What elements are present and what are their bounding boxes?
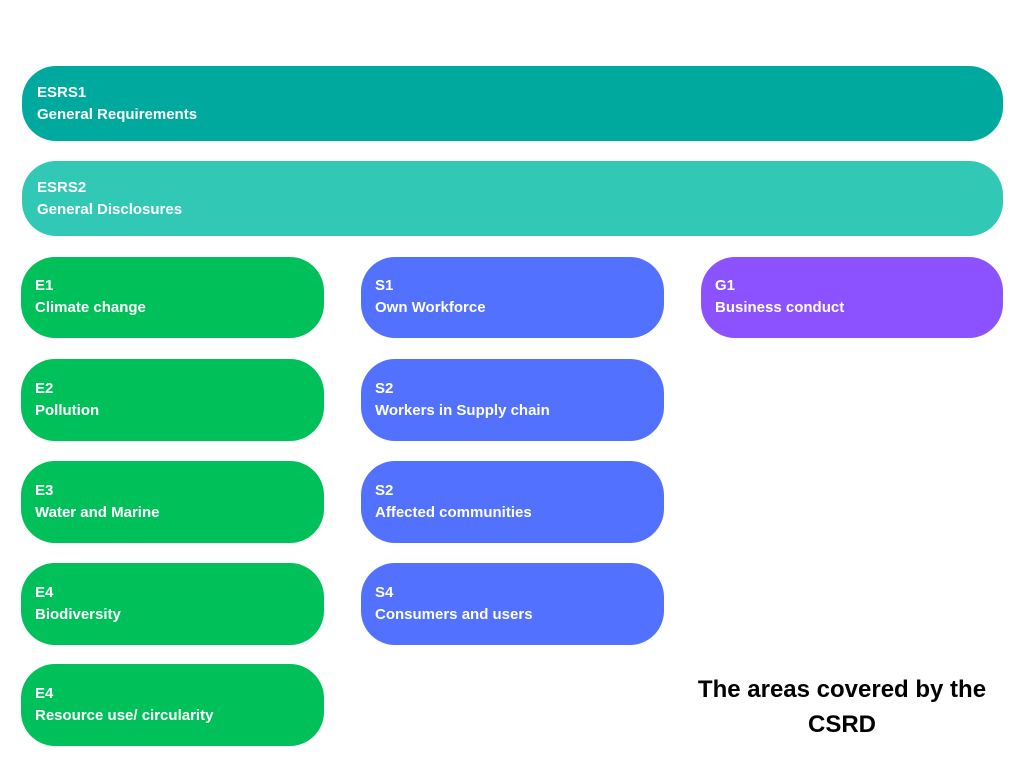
block-label: Own Workforce [375,299,486,316]
diagram-caption: The areas covered by the CSRD [697,676,987,738]
block-code: ESRS1 [37,84,87,101]
esrs2-block: ESRS2 General Disclosures [22,161,1003,236]
block-code: S1 [375,277,394,294]
block-label: Affected communities [375,504,532,521]
block-code: S2 [375,380,394,397]
s3-block: S2 Affected communities [361,461,664,543]
block-label: Biodiversity [35,606,121,623]
block-code: E1 [35,277,54,294]
block-label: Pollution [35,402,100,419]
g1-block: G1 Business conduct [701,257,1003,338]
block-code: G1 [715,277,736,294]
e5-block: E4 Resource use/ circularity [21,664,324,746]
block-code: E2 [35,380,54,397]
block-label: General Disclosures [37,201,183,218]
block-code: E4 [35,584,54,601]
block-label: Resource use/ circularity [35,707,214,724]
e3-block: E3 Water and Marine [21,461,324,543]
e4-block: E4 Biodiversity [21,563,324,645]
s4-block: S4 Consumers and users [361,563,664,645]
block-label: Consumers and users [375,606,533,623]
block-label: Water and Marine [35,504,160,521]
block-code: E3 [35,482,54,499]
block-code: S4 [375,584,394,601]
block-label: Workers in Supply chain [375,402,550,419]
s2-block: S2 Workers in Supply chain [361,359,664,441]
block-label: General Requirements [37,106,198,123]
e1-block: E1 Climate change [21,257,324,338]
block-label: Business conduct [715,299,845,316]
s1-block: S1 Own Workforce [361,257,664,338]
e2-block: E2 Pollution [21,359,324,441]
block-code: S2 [375,482,394,499]
esrs1-block: ESRS1 General Requirements [22,66,1003,141]
block-label: Climate change [35,299,146,316]
block-code: E4 [35,685,54,702]
block-code: ESRS2 [37,179,87,196]
